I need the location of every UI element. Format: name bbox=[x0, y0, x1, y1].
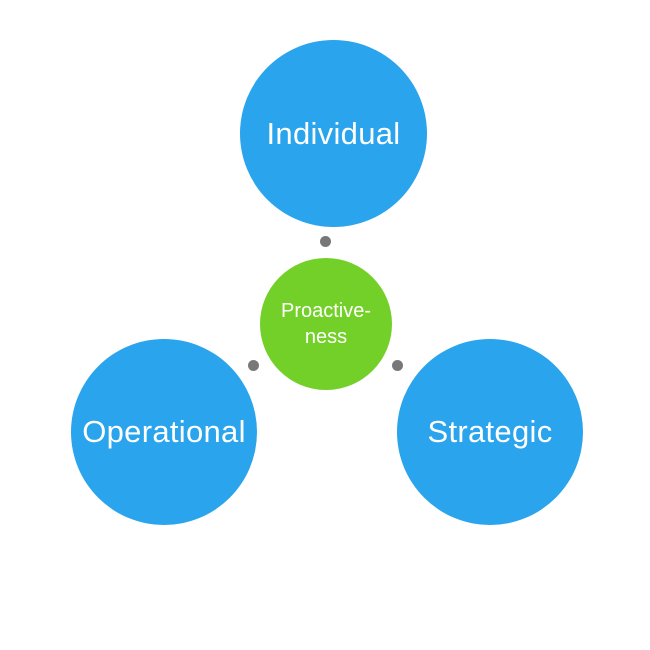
node-proactiveness-label-line2: ness bbox=[304, 326, 348, 348]
node-strategic-label: Strategic bbox=[427, 414, 553, 449]
connector-dot-right bbox=[392, 360, 403, 371]
node-individual-label: Individual bbox=[266, 115, 401, 151]
node-proactiveness: Proactive- ness bbox=[260, 258, 392, 390]
node-individual: Individual bbox=[240, 40, 427, 227]
node-strategic: Strategic bbox=[397, 339, 583, 525]
connector-dot-left bbox=[248, 360, 259, 371]
node-operational: Operational bbox=[71, 339, 257, 525]
connector-dot-top bbox=[320, 236, 331, 247]
node-proactiveness-label-line1: Proactive- bbox=[280, 300, 372, 322]
node-operational-label: Operational bbox=[82, 414, 246, 449]
node-proactiveness-label: Proactive- ness bbox=[281, 298, 371, 350]
